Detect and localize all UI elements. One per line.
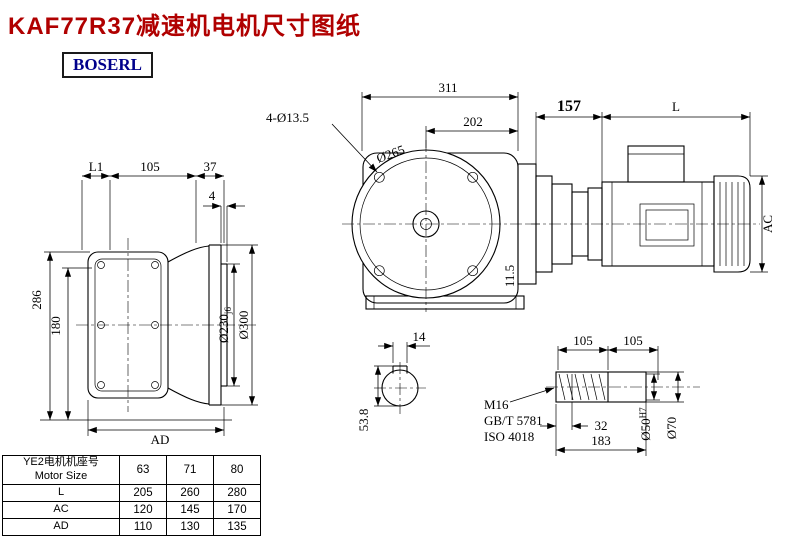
dim-70-label: Ø70 <box>664 417 679 439</box>
dim-L-label: L <box>672 99 680 114</box>
brand-logo: BOSERL <box>62 52 153 78</box>
dim-286-label: 286 <box>29 290 44 310</box>
table-cell: 110 <box>119 517 167 536</box>
dim-37-label: 37 <box>204 159 218 174</box>
row-label: AD <box>2 517 120 536</box>
dim-180-label: 180 <box>48 316 63 336</box>
page-title: KAF77R37减速机电机尺寸图纸 <box>8 13 362 40</box>
dim-AC-label: AC <box>760 215 775 233</box>
table-header-cell: 80 <box>213 455 261 485</box>
dim-105b-label: 105 <box>623 333 643 348</box>
gearbox-front-view: 311 202 4-Ø13.5 Ø265 11.5 <box>266 80 540 312</box>
dim-202-label: 202 <box>463 114 483 129</box>
dim-11-5-label: 11.5 <box>502 265 517 287</box>
table-cell: 205 <box>119 483 167 502</box>
standard-gbt-label: GB/T 5781 <box>484 413 543 428</box>
table-cell: 135 <box>213 517 261 536</box>
dim-311-label: 311 <box>438 80 457 95</box>
dim-183-label: 183 <box>591 433 611 448</box>
dim-300-label: Ø300 <box>236 311 251 340</box>
gearbox-left-view: L1 105 37 4 286 180 Ø230j6 <box>29 159 258 447</box>
dim-105-label: 105 <box>140 159 160 174</box>
motor-size-cn: YE2电机机座号 <box>23 456 99 468</box>
motor-size-en: Motor Size <box>34 469 88 482</box>
shaft-end-view: 14 53.8 <box>356 329 430 431</box>
dim-L1-label: L1 <box>89 159 103 174</box>
table-cell: 120 <box>119 500 167 519</box>
table-cell: 260 <box>166 483 214 502</box>
dim-32-label: 32 <box>595 418 608 433</box>
dim-AD-label: AD <box>151 432 170 447</box>
table-row: AC 120 145 170 <box>2 500 261 519</box>
thread-m16-label: M16 <box>484 397 509 412</box>
dim-bolt-holes-label: 4-Ø13.5 <box>266 110 309 125</box>
row-label: L <box>2 483 120 502</box>
dim-105a-label: 105 <box>573 333 593 348</box>
shaft-side-view: 105 105 M16 GB/T 5781 ISO 4018 32 183 Ø <box>484 333 700 456</box>
table-cell: 280 <box>213 483 261 502</box>
motor-size-table: YE2电机机座号 Motor Size 63 71 80 L 205 260 2… <box>2 455 261 536</box>
dim-14-label: 14 <box>413 329 427 344</box>
dim-230-label: Ø230j6 <box>216 307 233 343</box>
table-header-cell: 63 <box>119 455 167 485</box>
table-cell: 130 <box>166 517 214 536</box>
dim-4-label: 4 <box>209 188 216 203</box>
table-row: AD 110 130 135 <box>2 517 261 536</box>
table-cell: 170 <box>213 500 261 519</box>
dim-50-label: Ø50H7 <box>638 407 653 441</box>
table-header-cell: 71 <box>166 455 214 485</box>
motor-side-view: 157 L AC <box>528 98 775 273</box>
dim-157-label: 157 <box>557 98 581 115</box>
table-header-motor-size: YE2电机机座号 Motor Size <box>2 455 120 485</box>
row-label: AC <box>2 500 120 519</box>
table-cell: 145 <box>166 500 214 519</box>
standard-iso-label: ISO 4018 <box>484 429 534 444</box>
table-row: L 205 260 280 <box>2 483 261 502</box>
table-header-row: YE2电机机座号 Motor Size 63 71 80 <box>2 455 261 485</box>
dim-53-8-label: 53.8 <box>356 409 371 432</box>
